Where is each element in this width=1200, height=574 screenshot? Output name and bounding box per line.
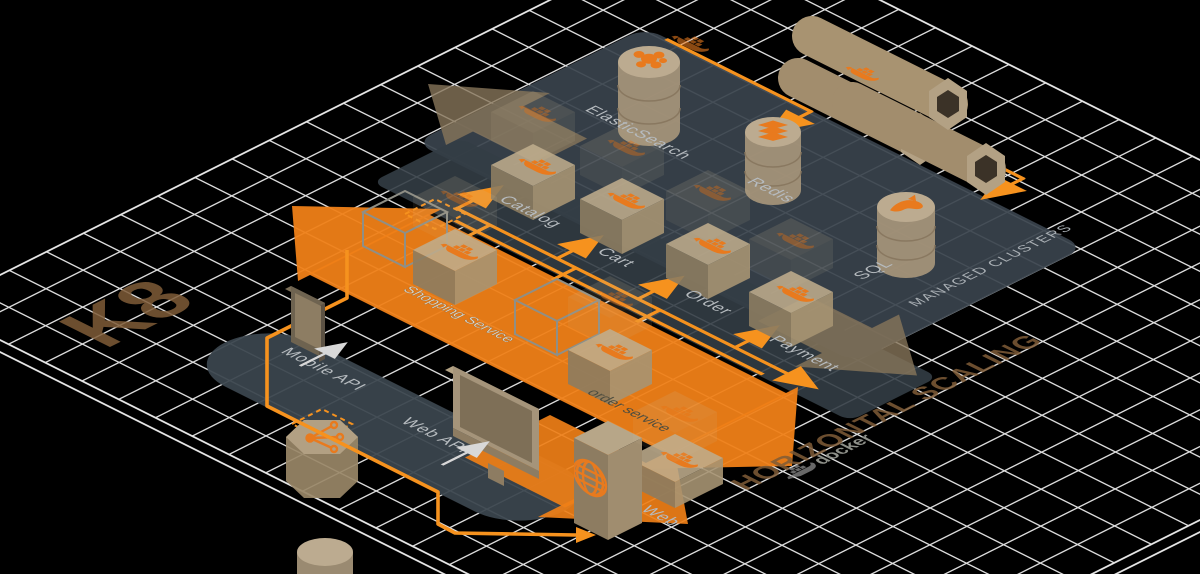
bottom-edge-cylinder bbox=[297, 538, 353, 574]
band-west-arrowhead bbox=[292, 206, 442, 281]
phone-screen bbox=[295, 293, 321, 350]
share-network-icon bbox=[305, 420, 345, 454]
api-band-panel bbox=[206, 333, 582, 521]
load-balancer-node bbox=[286, 420, 358, 498]
cart-flow-arrow bbox=[555, 235, 604, 260]
web-api-pointer-arrow bbox=[440, 441, 490, 466]
mobile-phone bbox=[285, 286, 325, 362]
ingress-flow-path bbox=[265, 250, 577, 537]
container-pipeline-tubes bbox=[778, 16, 1006, 195]
pipeline-tube bbox=[792, 16, 968, 130]
mobile-api-pointer-arrow bbox=[298, 342, 348, 367]
grid-border-double-right bbox=[779, 351, 1200, 574]
ingress-arrowhead bbox=[576, 527, 596, 543]
payment-flow-arrow bbox=[733, 325, 780, 349]
sql-dolphin-icon bbox=[890, 194, 923, 212]
monitor-stand bbox=[488, 463, 504, 486]
kubernetes-title: K8 bbox=[38, 269, 216, 358]
elasticsearch-icon bbox=[633, 51, 667, 69]
monitor-screen bbox=[460, 375, 532, 463]
globe-icon bbox=[574, 458, 608, 498]
elasticsearch-database bbox=[617, 46, 681, 146]
sql-database bbox=[876, 192, 936, 278]
redis-icon bbox=[758, 120, 788, 141]
web-monitor bbox=[445, 366, 539, 486]
web-server-box bbox=[574, 421, 642, 540]
grid-border-double-bottom bbox=[0, 318, 782, 574]
redis-database bbox=[744, 117, 802, 205]
pipeline-tube bbox=[832, 82, 1006, 195]
